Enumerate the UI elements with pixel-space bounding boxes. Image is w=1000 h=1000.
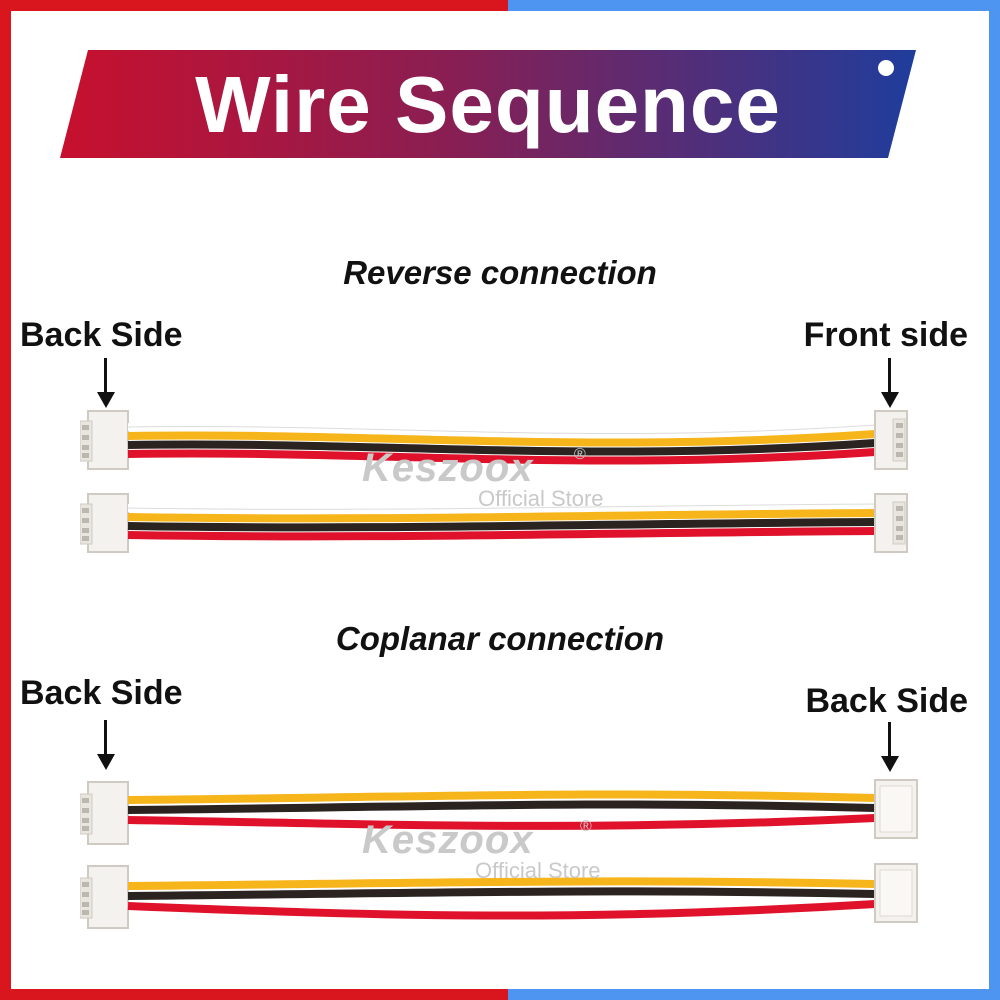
watermark-subtitle: Official Store <box>478 486 604 511</box>
right-side-label-reverse: Front side <box>803 316 968 354</box>
watermark-brand: Keszoox <box>362 446 534 490</box>
down-arrow-icon <box>880 358 900 408</box>
cable-coplanar-2 <box>80 862 925 932</box>
frame-bottom-blue <box>508 989 1000 1000</box>
banner-hole-icon <box>878 60 894 76</box>
right-side-label-coplanar: Back Side <box>805 682 968 720</box>
left-side-label-coplanar: Back Side <box>20 674 183 712</box>
left-side-label-reverse: Back Side <box>20 316 183 354</box>
section-title-coplanar: Coplanar connection <box>335 620 665 657</box>
frame-left-red <box>0 0 11 1000</box>
title-banner: Wire Sequence <box>60 50 916 160</box>
down-arrow-icon <box>880 722 900 772</box>
page-title: Wire Sequence <box>195 60 781 149</box>
watermark-brand: Keszoox <box>362 818 534 862</box>
cable-reverse-1 <box>80 405 925 475</box>
frame-bottom-red <box>0 989 508 1000</box>
down-arrow-icon <box>96 358 116 408</box>
frame-top-red <box>0 0 508 11</box>
cable-reverse-2 <box>80 488 925 558</box>
cable-coplanar-1 <box>80 778 925 848</box>
watermark-registered: ® <box>580 818 592 835</box>
frame-right-blue <box>989 0 1000 1000</box>
banner-shape <box>60 50 916 158</box>
section-title-reverse: Reverse connection <box>343 254 657 291</box>
frame-top-blue <box>508 0 1000 11</box>
watermark-subtitle: Official Store <box>475 858 601 883</box>
watermark-registered: ® <box>574 446 586 463</box>
down-arrow-icon <box>96 720 116 770</box>
